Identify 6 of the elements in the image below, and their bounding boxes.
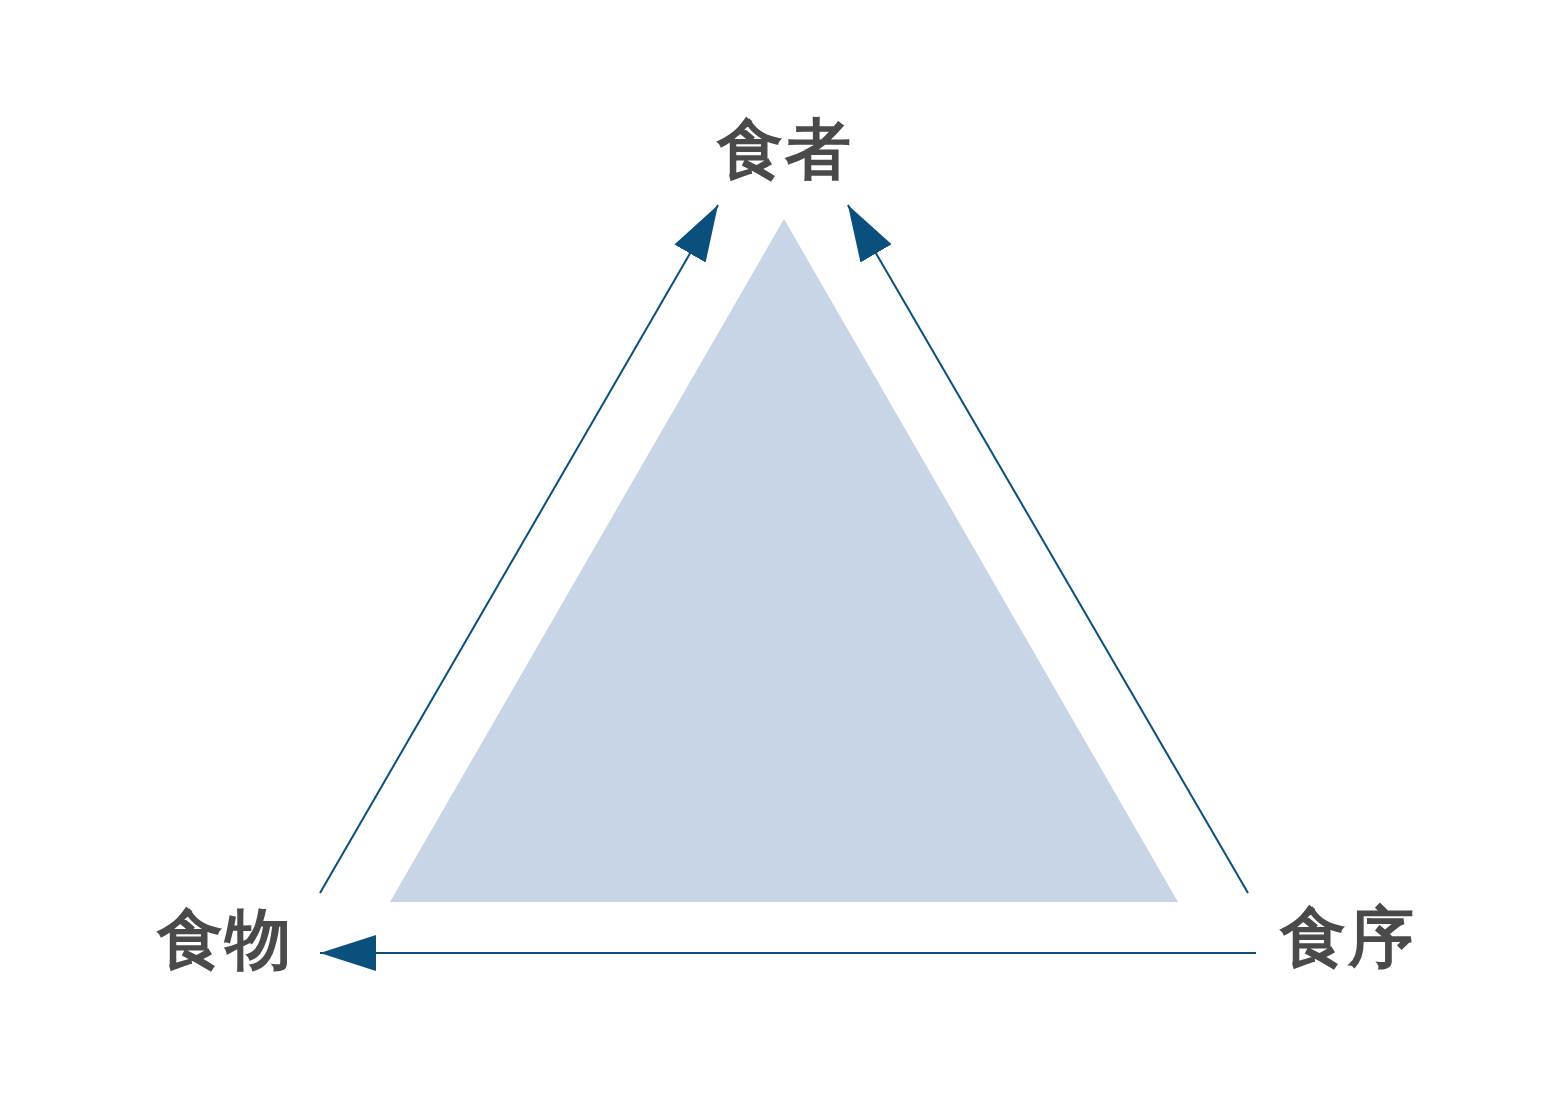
arrow (319, 935, 1257, 971)
arrow (846, 204, 1249, 894)
node-label: 食序 (1280, 897, 1416, 978)
node-label: 食物 (157, 900, 293, 980)
node-label: 食者 (717, 110, 853, 190)
arrow (319, 204, 719, 894)
